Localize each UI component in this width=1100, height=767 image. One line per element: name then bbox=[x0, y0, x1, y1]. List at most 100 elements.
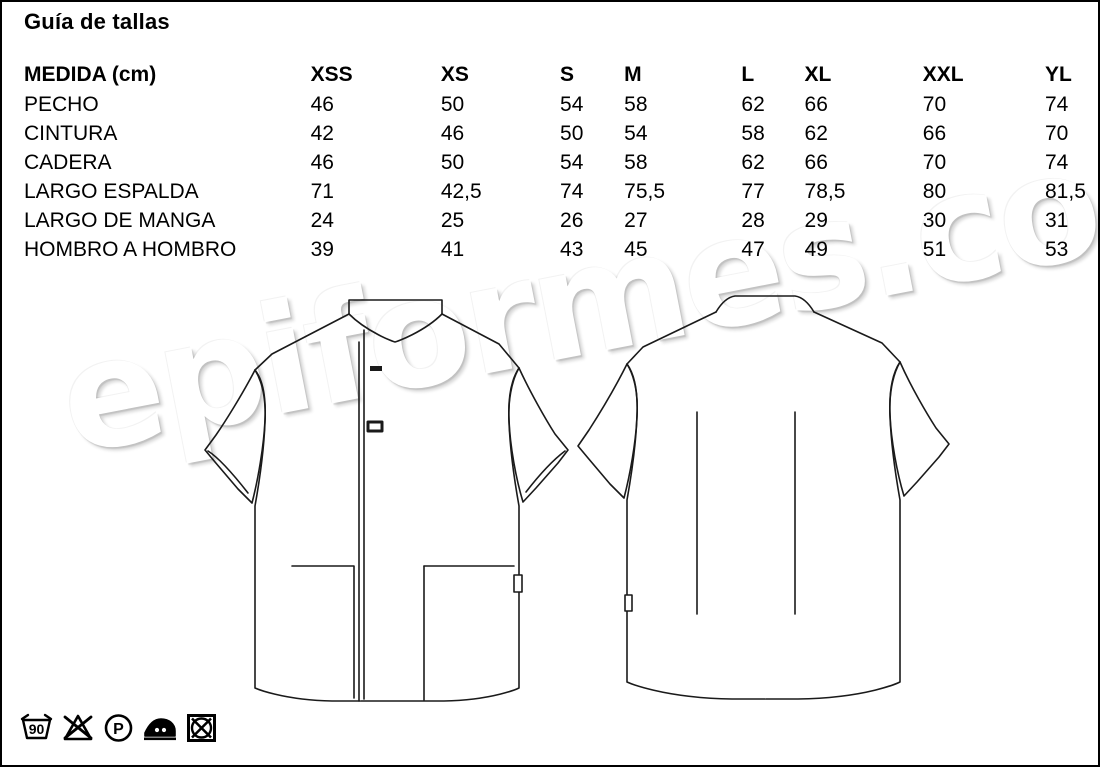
cell-value: 78,5 bbox=[804, 180, 846, 203]
cell-value: 49 bbox=[804, 238, 828, 261]
back-side-tab bbox=[624, 594, 633, 612]
table-row: LARGO DE MANGA 24 25 26 27 28 29 30 31 bbox=[24, 206, 1086, 235]
cell-value: 80 bbox=[922, 180, 947, 203]
header-size-xs: XS bbox=[440, 63, 469, 86]
cell-value: 30 bbox=[922, 209, 947, 232]
front-left-pocket bbox=[291, 565, 355, 699]
do-not-tumble-dry-icon bbox=[187, 714, 216, 742]
garment-svg bbox=[204, 295, 950, 702]
table-row: LARGO ESPALDA 71 42,5 74 75,5 77 78,5 80… bbox=[24, 177, 1086, 206]
cell-value: 25 bbox=[440, 209, 465, 232]
size-table: MEDIDA (cm) XSS XS S M L XL XXL YL PECHO… bbox=[24, 60, 1086, 264]
do-not-bleach-icon bbox=[63, 714, 93, 741]
back-left-sleeve bbox=[577, 363, 638, 499]
wash-temp-label: 90 bbox=[29, 721, 45, 737]
cell-value: 75,5 bbox=[624, 180, 666, 203]
cell-value: 74 bbox=[560, 180, 584, 203]
cell-value: 54 bbox=[560, 93, 584, 116]
front-left-sleeve bbox=[204, 369, 266, 504]
front-collar-bottom bbox=[348, 313, 443, 343]
cell-value: 74 bbox=[1045, 93, 1069, 116]
row-label: LARGO DE MANGA bbox=[24, 209, 216, 232]
row-label: CINTURA bbox=[24, 122, 118, 145]
front-collar-top bbox=[348, 299, 443, 315]
cell-value: 66 bbox=[804, 151, 828, 174]
cell-value: 47 bbox=[741, 238, 765, 261]
cell-value: 43 bbox=[560, 238, 584, 261]
front-left-shoulder bbox=[254, 313, 350, 371]
table-row: PECHO 46 50 54 58 62 66 70 74 bbox=[24, 90, 1086, 119]
cell-value: 62 bbox=[741, 93, 765, 116]
header-size-xss: XSS bbox=[310, 63, 353, 86]
cell-value: 41 bbox=[440, 238, 465, 261]
cell-value: 62 bbox=[804, 122, 828, 145]
cell-value: 77 bbox=[741, 180, 765, 203]
cell-value: 62 bbox=[741, 151, 765, 174]
cell-value: 42,5 bbox=[440, 180, 482, 203]
front-right-sleeve bbox=[508, 367, 569, 503]
cell-value: 66 bbox=[922, 122, 947, 145]
cell-value: 71 bbox=[310, 180, 334, 203]
cell-value: 70 bbox=[922, 151, 947, 174]
cell-value: 46 bbox=[310, 93, 334, 116]
cell-value: 54 bbox=[560, 151, 584, 174]
back-left-body bbox=[626, 363, 766, 700]
cell-value: 81,5 bbox=[1045, 180, 1086, 203]
header-size-m: M bbox=[624, 63, 642, 86]
header-size-xl: XL bbox=[804, 63, 832, 86]
cell-value: 54 bbox=[624, 122, 648, 145]
header-size-yl: YL bbox=[1045, 63, 1072, 86]
table-row: HOMBRO A HOMBRO 39 41 43 45 47 49 51 53 bbox=[24, 235, 1086, 264]
header-size-s: S bbox=[560, 63, 575, 86]
cell-value: 28 bbox=[741, 209, 765, 232]
back-right-shoulder bbox=[813, 311, 901, 363]
cell-value: 45 bbox=[624, 238, 648, 261]
cell-value: 46 bbox=[440, 122, 465, 145]
iron-two-dots-icon bbox=[144, 718, 176, 741]
front-right-body bbox=[360, 367, 520, 702]
cell-value: 51 bbox=[922, 238, 947, 261]
front-right-cuff-line bbox=[525, 450, 566, 493]
row-label: LARGO ESPALDA bbox=[24, 180, 199, 203]
cell-value: 50 bbox=[440, 151, 465, 174]
header-size-l: L bbox=[741, 63, 755, 86]
front-buttonhole-top bbox=[370, 366, 382, 371]
cell-value: 29 bbox=[804, 209, 828, 232]
header-size-xxl: XXL bbox=[922, 63, 964, 86]
cell-value: 42 bbox=[310, 122, 334, 145]
dry-clean-label: P bbox=[113, 721, 124, 738]
back-left-shoulder bbox=[626, 311, 717, 365]
row-label: PECHO bbox=[24, 93, 99, 116]
table-header-row: MEDIDA (cm) XSS XS S M L XL XXL YL bbox=[24, 60, 1086, 90]
wash-90-icon: 90 bbox=[20, 713, 53, 740]
front-side-tab bbox=[513, 574, 523, 593]
front-left-body bbox=[254, 369, 361, 702]
cell-value: 27 bbox=[624, 209, 648, 232]
back-collar bbox=[715, 295, 815, 313]
care-symbols-row: 90 P bbox=[20, 713, 217, 743]
cell-value: 70 bbox=[922, 93, 947, 116]
front-view bbox=[204, 299, 569, 702]
garment-illustrations bbox=[2, 270, 1098, 720]
cell-value: 66 bbox=[804, 93, 828, 116]
page-title: Guía de tallas bbox=[24, 9, 170, 34]
cell-value: 50 bbox=[560, 122, 584, 145]
row-label: CADERA bbox=[24, 151, 112, 174]
front-right-shoulder bbox=[441, 313, 520, 369]
front-buttonhole-second bbox=[366, 420, 384, 433]
front-left-cuff-line bbox=[207, 450, 249, 494]
cell-value: 31 bbox=[1045, 209, 1069, 232]
cell-value: 58 bbox=[624, 151, 648, 174]
table-row: CINTURA 42 46 50 54 58 62 66 70 bbox=[24, 119, 1086, 148]
cell-value: 50 bbox=[440, 93, 465, 116]
dry-clean-p-icon: P bbox=[104, 714, 133, 742]
row-label: HOMBRO A HOMBRO bbox=[24, 238, 237, 261]
cell-value: 74 bbox=[1045, 151, 1069, 174]
cell-value: 53 bbox=[1045, 238, 1069, 261]
back-right-body bbox=[765, 361, 901, 700]
cell-value: 26 bbox=[560, 209, 584, 232]
cell-value: 58 bbox=[741, 122, 765, 145]
cell-value: 39 bbox=[310, 238, 334, 261]
back-view bbox=[577, 295, 950, 700]
